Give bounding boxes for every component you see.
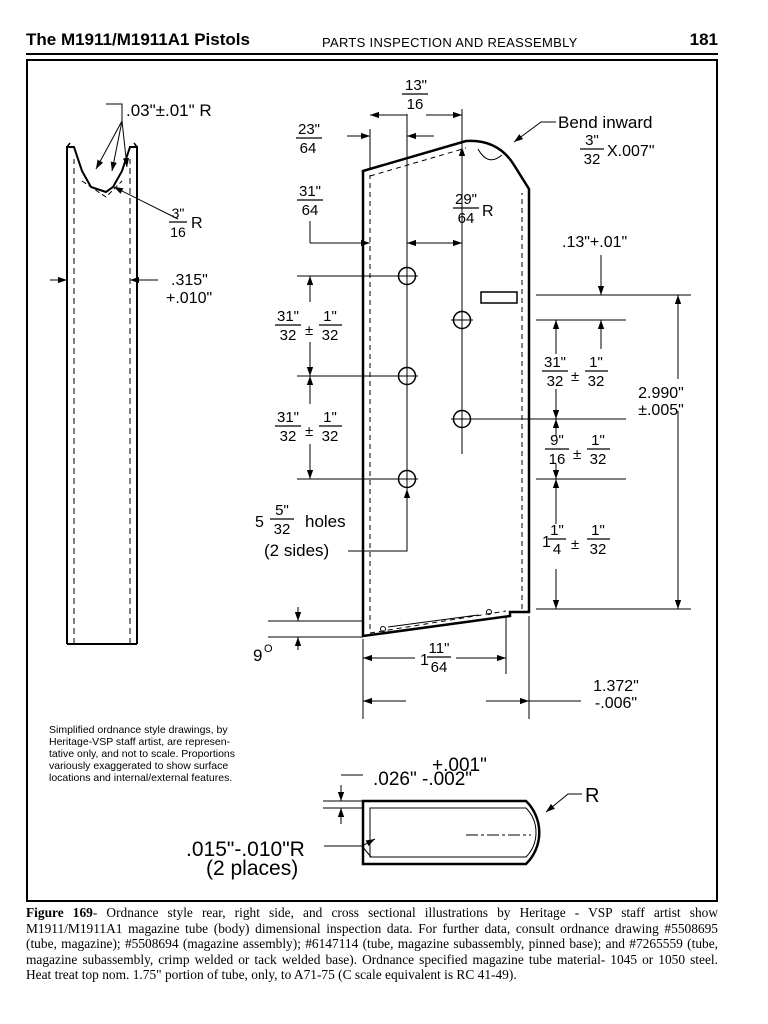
rear-radius-suffix: R xyxy=(191,215,203,232)
bend-suffix: X.007" xyxy=(607,143,655,160)
holes-sides: (2 sides) xyxy=(264,541,329,560)
holes-whole: 5 xyxy=(255,514,264,531)
angle-unit: O xyxy=(264,643,273,655)
spacing-a-tol-den: 32 xyxy=(322,327,339,344)
bend-den: 32 xyxy=(584,151,601,168)
xs-corner-line2: (2 places) xyxy=(206,857,298,880)
angle-value: 9 xyxy=(253,646,262,665)
spacing-e-pm: ± xyxy=(571,536,579,553)
spacing-b-den: 32 xyxy=(280,428,297,445)
spacing-c-pm: ± xyxy=(571,368,579,385)
note-line: Heritage-VSP staff artist, are represen- xyxy=(49,736,231,748)
spacing-e-tol-num: 1" xyxy=(591,522,605,539)
page-header: The M1911/M1911A1 Pistols PARTS INSPECTI… xyxy=(26,28,718,54)
spacing-d-num: 9" xyxy=(550,432,564,449)
spacing-b-num: 31" xyxy=(277,409,299,426)
page-number: 181 xyxy=(689,30,718,49)
figure-label: Figure 169 xyxy=(26,905,93,920)
spacing-e-num: 1" xyxy=(550,522,564,539)
holes-num: 5" xyxy=(275,502,289,519)
side-view-dimensions xyxy=(268,109,691,719)
spacing-e-whole: 1 xyxy=(542,534,551,551)
spacing-c-tol-num: 1" xyxy=(589,354,603,371)
top-gap: .13"+.01" xyxy=(562,234,627,251)
note-line: locations and internal/external features… xyxy=(49,772,232,784)
spacing-d-den: 16 xyxy=(549,451,566,468)
xs-corner-line1: .015"-.010"R xyxy=(186,838,305,861)
radius-suffix: R xyxy=(482,203,494,220)
drawing-note: Simplified ordnance style drawings, by H… xyxy=(49,724,235,784)
spacing-d-tol-num: 1" xyxy=(591,432,605,449)
note-line: Simplified ordnance style drawings, by xyxy=(49,724,228,736)
holes-den: 32 xyxy=(274,521,291,538)
spacing-d-tol-den: 32 xyxy=(590,451,607,468)
spacing-e-tol-den: 32 xyxy=(590,541,607,558)
total-height-line2: ±.005" xyxy=(638,402,684,419)
figure-border xyxy=(26,59,718,902)
spacing-b-pm: ± xyxy=(305,423,313,440)
spacing-a-num: 31" xyxy=(277,308,299,325)
note-line: tative only, and not to scale. Proportio… xyxy=(49,748,235,760)
top-dim-den: 16 xyxy=(407,96,424,113)
base-width-line1: 1.372" xyxy=(593,678,639,695)
rear-width-line1: .315" xyxy=(171,272,208,289)
xs-thickness: .026" -.002" xyxy=(373,769,472,790)
spacing-b-tol-den: 32 xyxy=(322,428,339,445)
side-view-body xyxy=(361,114,531,638)
base-width-line2: -.006" xyxy=(595,695,637,712)
bend-num: 3" xyxy=(585,132,599,149)
bottom-whole: 1 xyxy=(420,652,429,669)
spacing-e-den: 4 xyxy=(553,541,561,558)
spacing-c-num: 31" xyxy=(544,354,566,371)
spacing-a-pm: ± xyxy=(305,322,313,339)
chapter-subtitle: PARTS INSPECTION AND REASSEMBLY xyxy=(322,35,578,50)
spacing-a-tol-num: 1" xyxy=(323,308,337,325)
top-dim-num: 13" xyxy=(405,77,427,94)
spacing-c-den: 32 xyxy=(547,373,564,390)
header-rule xyxy=(26,53,718,55)
left-offset-den: 64 xyxy=(300,140,317,157)
technical-drawing: .03"±.01" R 3" 16 R .315" +.010" xyxy=(26,59,718,902)
spacing-c-tol-den: 32 xyxy=(588,373,605,390)
holes-word: holes xyxy=(305,512,346,531)
book-title: The M1911/M1911A1 Pistols xyxy=(26,30,250,49)
spacing-b-tol-num: 1" xyxy=(323,409,337,426)
xs-tol-plus: +.001" xyxy=(432,755,487,776)
rear-width-line2: +.010" xyxy=(166,290,212,307)
rear-top-radius: .03"±.01" R xyxy=(126,101,212,120)
radius-num: 29" xyxy=(455,191,477,208)
spacing-d-pm: ± xyxy=(573,446,581,463)
left-offset-num: 23" xyxy=(298,121,320,138)
rear-radius-den: 16 xyxy=(170,224,186,240)
rear-radius-num: 3" xyxy=(172,205,185,221)
rear-view xyxy=(50,103,179,645)
total-height-line1: 2.990" xyxy=(638,385,684,402)
bend-label: Bend inward xyxy=(558,113,653,132)
hole-offset-den: 64 xyxy=(302,202,319,219)
figure-caption: Figure 169- Ordnance style rear, right s… xyxy=(26,905,718,983)
bottom-num: 11" xyxy=(429,640,450,657)
radius-den: 64 xyxy=(458,210,475,227)
hole-offset-num: 31" xyxy=(299,183,321,200)
note-line: variously exaggerated to show surface xyxy=(49,760,228,772)
xs-radius: R xyxy=(585,785,599,807)
bottom-den: 64 xyxy=(431,659,448,676)
side-view-labels: 13" 16 23" 64 Bend inward 3" 32 X.007" 3… xyxy=(253,77,684,712)
figure-frame: .03"±.01" R 3" 16 R .315" +.010" xyxy=(26,59,718,902)
spacing-a-den: 32 xyxy=(280,327,297,344)
caption-text: - Ordnance style rear, right side, and c… xyxy=(26,905,719,983)
cross-section xyxy=(323,774,582,866)
